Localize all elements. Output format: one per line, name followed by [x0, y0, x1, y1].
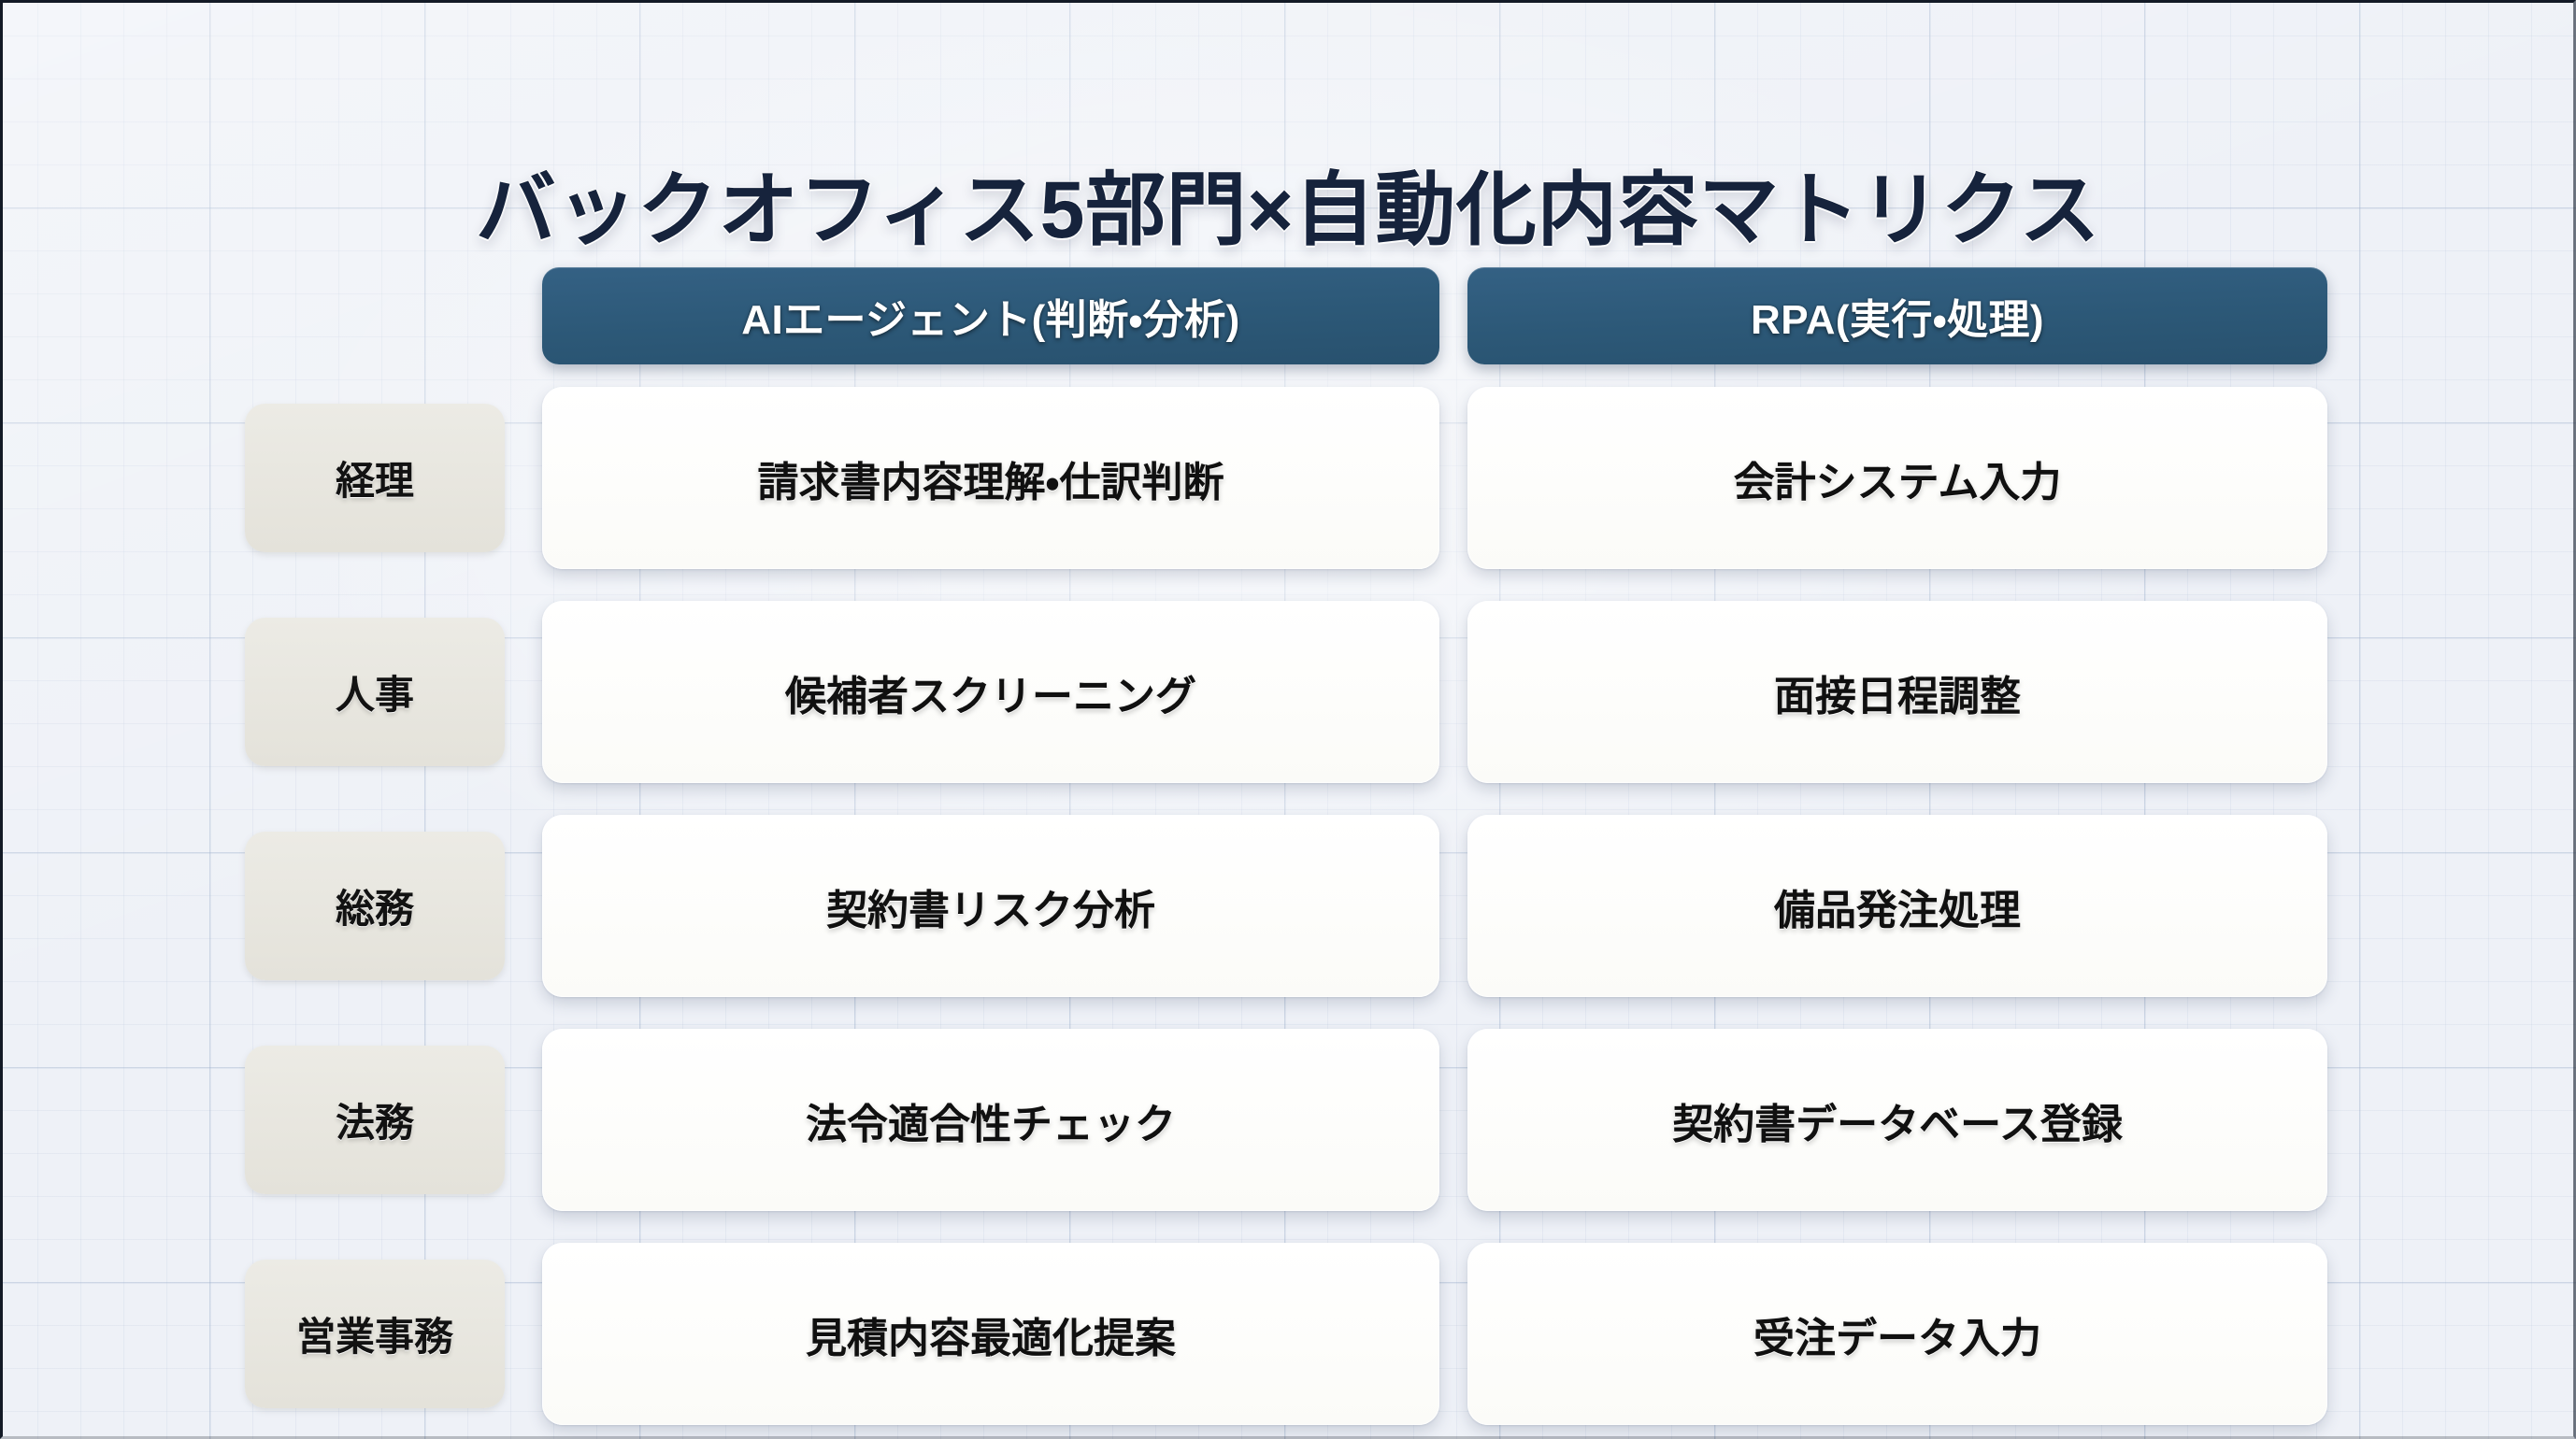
cell-ai-agent[interactable]: 請求書内容理解・仕訳判断	[542, 387, 1439, 569]
cell-rpa[interactable]: 備品発注処理	[1467, 815, 2327, 997]
matrix-table: AIエージェント(判断・分析) RPA(実行・処理) 経理 請求書内容理解・仕訳…	[245, 267, 2327, 1439]
row-label-department[interactable]: 総務	[245, 832, 505, 980]
cell-ai-agent[interactable]: 契約書リスク分析	[542, 815, 1439, 997]
row-label-department[interactable]: 法務	[245, 1046, 505, 1194]
matrix-header-row: AIエージェント(判断・分析) RPA(実行・処理)	[245, 267, 2327, 364]
gap-spacer	[1439, 387, 1467, 569]
gap-spacer	[1439, 1029, 1467, 1211]
row-label-department[interactable]: 人事	[245, 618, 505, 766]
gap-spacer	[505, 815, 542, 997]
cell-rpa[interactable]: 会計システム入力	[1467, 387, 2327, 569]
column-header-rpa[interactable]: RPA(実行・処理)	[1467, 267, 2327, 364]
gap-spacer	[505, 387, 542, 569]
gap-spacer	[505, 1029, 542, 1211]
row-label-department[interactable]: 経理	[245, 404, 505, 552]
gap-spacer	[1439, 267, 1467, 364]
cell-ai-agent[interactable]: 候補者スクリーニング	[542, 601, 1439, 783]
cell-ai-agent[interactable]: 法令適合性チェック	[542, 1029, 1439, 1211]
table-row: 営業事務 見積内容最適化提案 受注データ入力	[245, 1243, 2327, 1425]
cell-rpa[interactable]: 受注データ入力	[1467, 1243, 2327, 1425]
column-header-ai-agent[interactable]: AIエージェント(判断・分析)	[542, 267, 1439, 364]
gap-spacer	[1439, 601, 1467, 783]
cell-rpa[interactable]: 契約書データベース登録	[1467, 1029, 2327, 1211]
gap-spacer	[505, 267, 542, 364]
gap-spacer	[505, 601, 542, 783]
table-row: 人事 候補者スクリーニング 面接日程調整	[245, 601, 2327, 783]
page-title: バックオフィス5部門×自動化内容マトリクス	[475, 164, 2101, 255]
cell-rpa[interactable]: 面接日程調整	[1467, 601, 2327, 783]
table-row: 経理 請求書内容理解・仕訳判断 会計システム入力	[245, 387, 2327, 569]
row-label-department[interactable]: 営業事務	[245, 1260, 505, 1408]
gap-spacer	[1439, 1243, 1467, 1425]
cell-ai-agent[interactable]: 見積内容最適化提案	[542, 1243, 1439, 1425]
table-row: 法務 法令適合性チェック 契約書データベース登録	[245, 1029, 2327, 1211]
table-row: 総務 契約書リスク分析 備品発注処理	[245, 815, 2327, 997]
gap-spacer	[1439, 815, 1467, 997]
gap-spacer	[505, 1243, 542, 1425]
corner-spacer	[245, 267, 505, 364]
